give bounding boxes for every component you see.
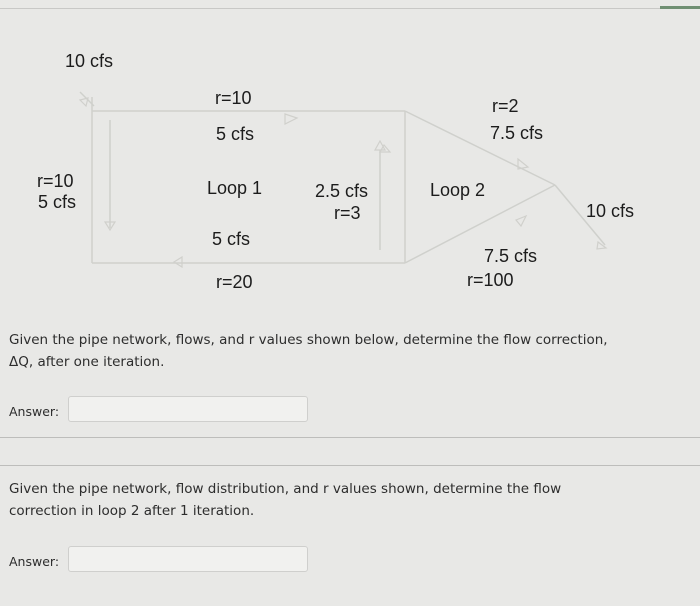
progress-accent bbox=[660, 6, 700, 9]
top-left-r-label: r=10 bbox=[215, 88, 252, 108]
inflow-pipe bbox=[79, 91, 95, 107]
outflow-pipe bbox=[554, 184, 606, 246]
middle-flow-arrowhead bbox=[373, 139, 387, 151]
loop2-label: Loop 2 bbox=[430, 180, 486, 200]
left-flow-arrowhead bbox=[103, 221, 117, 232]
bottom-flow-label: 5 cfs bbox=[212, 229, 251, 249]
top-right-arrowhead bbox=[517, 157, 530, 170]
section-divider-bottom bbox=[0, 465, 700, 466]
inflow-arrowhead bbox=[78, 97, 89, 108]
top-right-flow-label: 7.5 cfs bbox=[490, 123, 544, 143]
pipe-bottom-right bbox=[404, 184, 556, 264]
pipe-top-right bbox=[404, 110, 556, 186]
top-left-flow-label: 5 cfs bbox=[216, 124, 255, 144]
left-r-label: r=10 bbox=[37, 171, 74, 191]
bottom-right-flow-label: 7.5 cfs bbox=[484, 246, 538, 266]
outflow-right-label: 10 cfs bbox=[586, 201, 635, 221]
top-divider bbox=[0, 8, 700, 9]
bottom-flow-arrowhead bbox=[172, 255, 183, 269]
bottom-right-r-label: r=100 bbox=[467, 270, 514, 290]
question2-answer-input[interactable] bbox=[68, 546, 308, 572]
question1-text: Given the pipe network, flows, and r val… bbox=[9, 332, 608, 370]
middle-flow-label: 2.5 cfs bbox=[315, 181, 369, 201]
top-right-r-label: r=2 bbox=[492, 96, 519, 116]
bottom-r-label: r=20 bbox=[216, 272, 253, 292]
loop1-label: Loop 1 bbox=[207, 178, 263, 198]
pipe-network-lines bbox=[78, 91, 608, 269]
inflow-left-label: 10 cfs bbox=[65, 51, 114, 71]
top-flow-arrowhead bbox=[284, 113, 299, 125]
question1-answer-input[interactable] bbox=[68, 396, 308, 422]
middle-r-label: r=3 bbox=[334, 203, 361, 223]
question2-answer-label: Answer: bbox=[9, 554, 60, 569]
section-divider-top bbox=[0, 437, 700, 438]
bottom-right-arrowhead bbox=[515, 214, 528, 228]
outflow-arrowhead bbox=[596, 240, 608, 250]
pipe-network-diagram: 10 cfs r=10 5 cfs r=2 7.5 cfs r=10 5 cfs… bbox=[37, 51, 635, 292]
left-flow-label: 5 cfs bbox=[38, 192, 77, 212]
question1-answer-label: Answer: bbox=[9, 404, 60, 419]
question2-text: Given the pipe network, flow distributio… bbox=[9, 481, 562, 519]
